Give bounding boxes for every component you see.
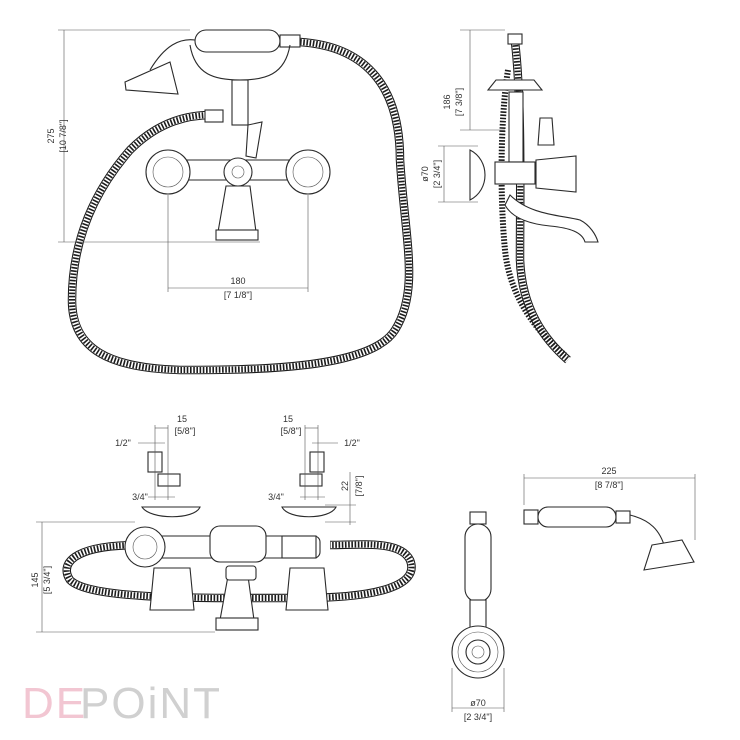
front-center-knob	[223, 157, 253, 187]
side-lever	[537, 117, 555, 146]
dim-180-mm: 180	[230, 276, 245, 286]
dim-275-in: [10 7/8"]	[58, 119, 68, 152]
front-handle-left	[145, 149, 191, 195]
side-flange	[469, 149, 486, 201]
bottom-center-block	[209, 525, 267, 563]
handset-neck	[629, 514, 666, 549]
dim-3q-left: 3/4"	[132, 492, 148, 502]
front-spout	[217, 185, 257, 233]
side-spout	[504, 194, 599, 243]
right-thread-lower	[299, 473, 323, 487]
bottom-handle-left	[149, 567, 195, 611]
dim-3q-right: 3/4"	[268, 492, 284, 502]
dim-180-in: [7 1/8"]	[224, 290, 252, 300]
side-cradle-cup	[486, 79, 544, 91]
handset-handle	[537, 506, 617, 528]
dim-side-flange-mm: ø70	[420, 166, 430, 182]
left-flange-top	[141, 506, 201, 518]
bottom-left-union	[124, 526, 166, 568]
dim-186-in: [7 3/8"]	[454, 88, 464, 116]
side-top-fitting	[507, 33, 523, 45]
dim-side-flange-in: [2 3/4"]	[432, 160, 442, 188]
dim-15-left-in: [5/8"]	[175, 426, 196, 436]
bottom-left-union-inner	[132, 534, 158, 560]
front-hose-rings	[68, 39, 413, 374]
dim-15-right-in: [5/8"]	[281, 426, 302, 436]
bottom-view: 15 [5/8"] 15 [5/8"] 1/2" 1/2" 3/4" 3/4" …	[30, 414, 416, 633]
dim-15-left-mm: 15	[177, 414, 187, 424]
handset-ferrule	[615, 510, 631, 524]
side-body	[494, 161, 536, 185]
bottom-spout-tip	[215, 617, 259, 631]
dim-holder-mm: ø70	[470, 698, 486, 708]
bottom-hose-outlet	[225, 565, 257, 581]
right-thread-upper	[309, 451, 325, 473]
front-handle-right-inner	[292, 156, 324, 188]
dim-145-mm: 145	[30, 572, 40, 587]
logo-text-first: DE	[22, 679, 87, 728]
front-handle-left-inner	[152, 156, 184, 188]
front-spout-tip	[215, 229, 259, 241]
side-hose-return	[498, 69, 567, 358]
brand-logo: DE POiNT	[22, 679, 222, 728]
left-thread-lower	[157, 473, 181, 487]
handset-connector	[523, 509, 539, 525]
holder-handle-base	[469, 599, 487, 629]
dim-186-mm: 186	[442, 94, 452, 109]
side-hose-rings	[512, 41, 570, 363]
bottom-right-union	[281, 535, 317, 559]
dim-225-in: [8 7/8"]	[595, 480, 623, 490]
right-flange-top	[281, 506, 337, 518]
side-handle	[535, 155, 577, 193]
bottom-handle-right	[285, 567, 329, 611]
front-hose-connector	[204, 109, 224, 123]
dim-22-in: [7/8"]	[354, 476, 364, 497]
dim-22-mm: 22	[340, 481, 350, 491]
logo-text-second: POiNT	[80, 679, 222, 728]
handset-head	[643, 539, 695, 571]
dim-half-left: 1/2"	[115, 438, 131, 448]
side-view: 186 [7 3/8"] ø70 [2 3/4"]	[420, 29, 599, 364]
dim-holder-in: [2 3/4"]	[464, 712, 492, 722]
front-handle-right	[285, 149, 331, 195]
side-stem	[508, 91, 524, 163]
bottom-hose-rings	[63, 541, 415, 602]
dim-225-mm: 225	[601, 466, 616, 476]
dim-half-right: 1/2"	[344, 438, 360, 448]
front-lever	[245, 121, 263, 159]
holder-flange-mid	[457, 631, 499, 673]
front-shower-handle	[194, 29, 281, 53]
handset-holder-view: ø70 [2 3/4"] 225 [8 7/8"]	[451, 466, 696, 722]
holder-top-fitting	[469, 511, 487, 525]
holder-flange-center	[471, 645, 485, 659]
bottom-spout	[219, 575, 255, 621]
holder-flange-inner	[465, 639, 491, 665]
front-shower-neck	[149, 39, 196, 71]
dim-145-in: [5 3/4"]	[42, 566, 52, 594]
holder-handle	[464, 523, 492, 603]
front-center-knob-inner	[231, 165, 245, 179]
front-shower-head	[124, 61, 179, 95]
dim-275-mm: 275	[46, 128, 56, 143]
dim-15-right-mm: 15	[283, 414, 293, 424]
front-view: 275 [10 7/8"] 180 [7 1/8"]	[46, 29, 414, 375]
front-cradle-stem	[231, 79, 249, 126]
